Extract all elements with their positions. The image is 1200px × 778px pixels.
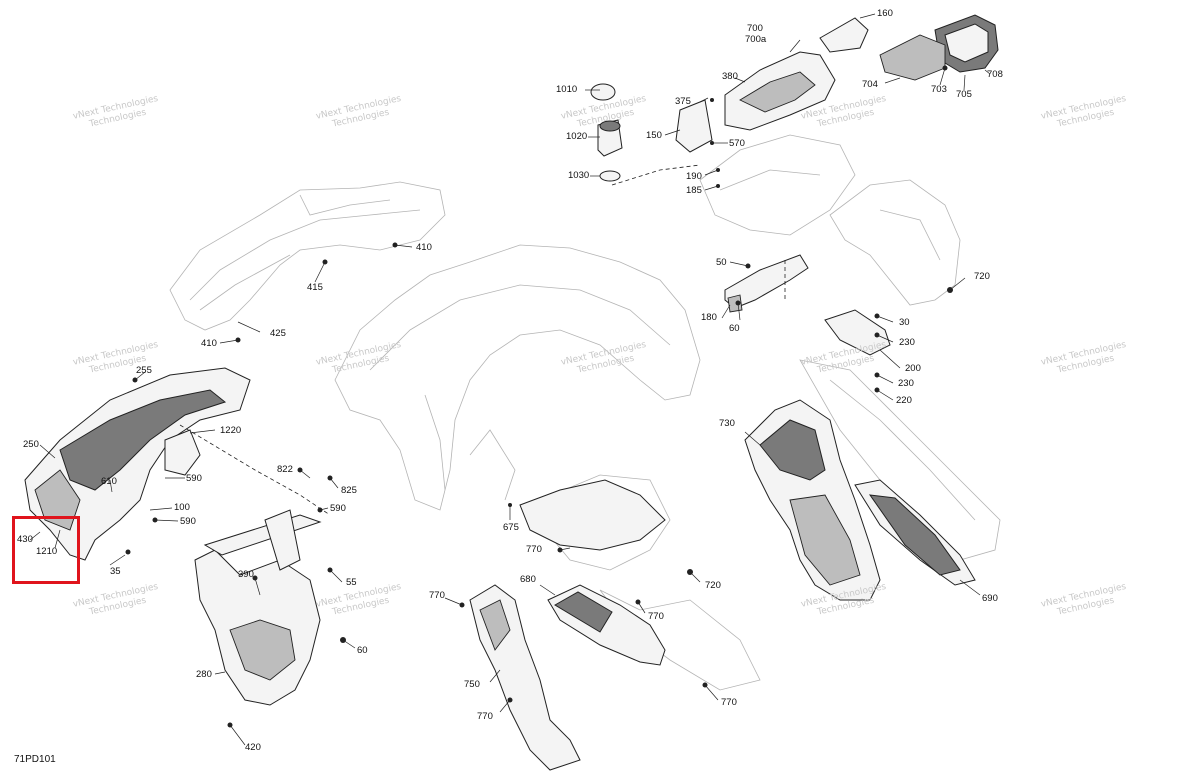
glovebox-panel-150 xyxy=(675,99,713,153)
callout-430: 430 xyxy=(17,534,33,545)
callout-770: 770 xyxy=(648,611,664,622)
callout-190: 190 xyxy=(686,171,702,182)
diagram-code: 71PD101 xyxy=(14,754,56,765)
callout-230: 230 xyxy=(898,378,914,389)
callout-675: 675 xyxy=(503,522,519,533)
rocker-panel-690 xyxy=(854,479,976,586)
highlight-box xyxy=(12,516,80,584)
ghost-front-hood xyxy=(829,179,961,306)
callout-703: 703 xyxy=(931,84,947,95)
callout-160: 160 xyxy=(877,8,893,19)
bracket-200 xyxy=(824,309,891,356)
callout-100: 100 xyxy=(174,502,190,513)
callout-750: 750 xyxy=(464,679,480,690)
callout-390: 390 xyxy=(238,569,254,580)
ghost-rear-rack xyxy=(169,181,446,331)
callout-380: 380 xyxy=(722,71,738,82)
callout-1210: 1210 xyxy=(36,546,58,557)
callout-705: 705 xyxy=(956,89,972,100)
callout-770: 770 xyxy=(721,697,737,708)
callout-200: 200 xyxy=(905,363,921,374)
callout-150: 150 xyxy=(646,130,662,141)
callout-60: 60 xyxy=(357,645,368,656)
callout-590: 590 xyxy=(330,503,346,514)
callout-730: 730 xyxy=(719,418,735,429)
callout-55: 55 xyxy=(346,577,357,588)
callout-700: 700 xyxy=(747,23,763,34)
callout-30: 30 xyxy=(899,317,910,328)
front-panel-1210 xyxy=(24,367,251,561)
callout-375: 375 xyxy=(675,96,691,107)
panel-675 xyxy=(519,479,666,551)
dash-upper-panel xyxy=(724,17,869,131)
callout-590: 590 xyxy=(180,516,196,527)
callout-704: 704 xyxy=(862,79,878,90)
callout-220: 220 xyxy=(896,395,912,406)
callout-825: 825 xyxy=(341,485,357,496)
gauge-cluster xyxy=(879,14,999,81)
callout-700a: 700a xyxy=(745,34,767,45)
callout-1010: 1010 xyxy=(556,84,578,95)
callout-420: 420 xyxy=(245,742,261,753)
callout-690: 690 xyxy=(982,593,998,604)
ghost-fender xyxy=(334,244,701,511)
cup-holder-1010-1030 xyxy=(590,83,623,182)
panel-750 xyxy=(469,584,581,771)
leader-lines xyxy=(29,13,991,746)
callout-255: 255 xyxy=(136,365,152,376)
floor-panel-680 xyxy=(547,584,666,666)
ghost-frame-center xyxy=(699,134,856,236)
callout-60: 60 xyxy=(729,323,740,334)
callout-180: 180 xyxy=(701,312,717,323)
side-panel-730 xyxy=(744,399,881,601)
callout-415: 415 xyxy=(307,282,323,293)
callout-720: 720 xyxy=(705,580,721,591)
callout-708: 708 xyxy=(987,69,1003,80)
callout-822: 822 xyxy=(277,464,293,475)
callout-410: 410 xyxy=(416,242,432,253)
callout-770: 770 xyxy=(526,544,542,555)
callout-590: 590 xyxy=(186,473,202,484)
callout-280: 280 xyxy=(196,669,212,680)
callout-230: 230 xyxy=(899,337,915,348)
callout-425: 425 xyxy=(270,328,286,339)
callout-250: 250 xyxy=(23,439,39,450)
callout-770: 770 xyxy=(477,711,493,722)
callout-410: 410 xyxy=(201,338,217,349)
assembly-line-dash-2 xyxy=(179,424,331,516)
callout-720: 720 xyxy=(974,271,990,282)
callout-1030: 1030 xyxy=(568,170,590,181)
callout-1020: 1020 xyxy=(566,131,588,142)
assembly-line-dash-1 xyxy=(611,164,701,186)
callout-35: 35 xyxy=(110,566,121,577)
bracket-280 xyxy=(194,509,322,706)
fasteners xyxy=(125,65,953,728)
callout-770: 770 xyxy=(429,590,445,601)
callout-185: 185 xyxy=(686,185,702,196)
callout-680: 680 xyxy=(520,574,536,585)
callout-570: 570 xyxy=(729,138,745,149)
callout-610: 610 xyxy=(101,476,117,487)
ghost-side-rocker xyxy=(799,359,1001,561)
callout-50: 50 xyxy=(716,257,727,268)
callout-1220: 1220 xyxy=(220,425,242,436)
